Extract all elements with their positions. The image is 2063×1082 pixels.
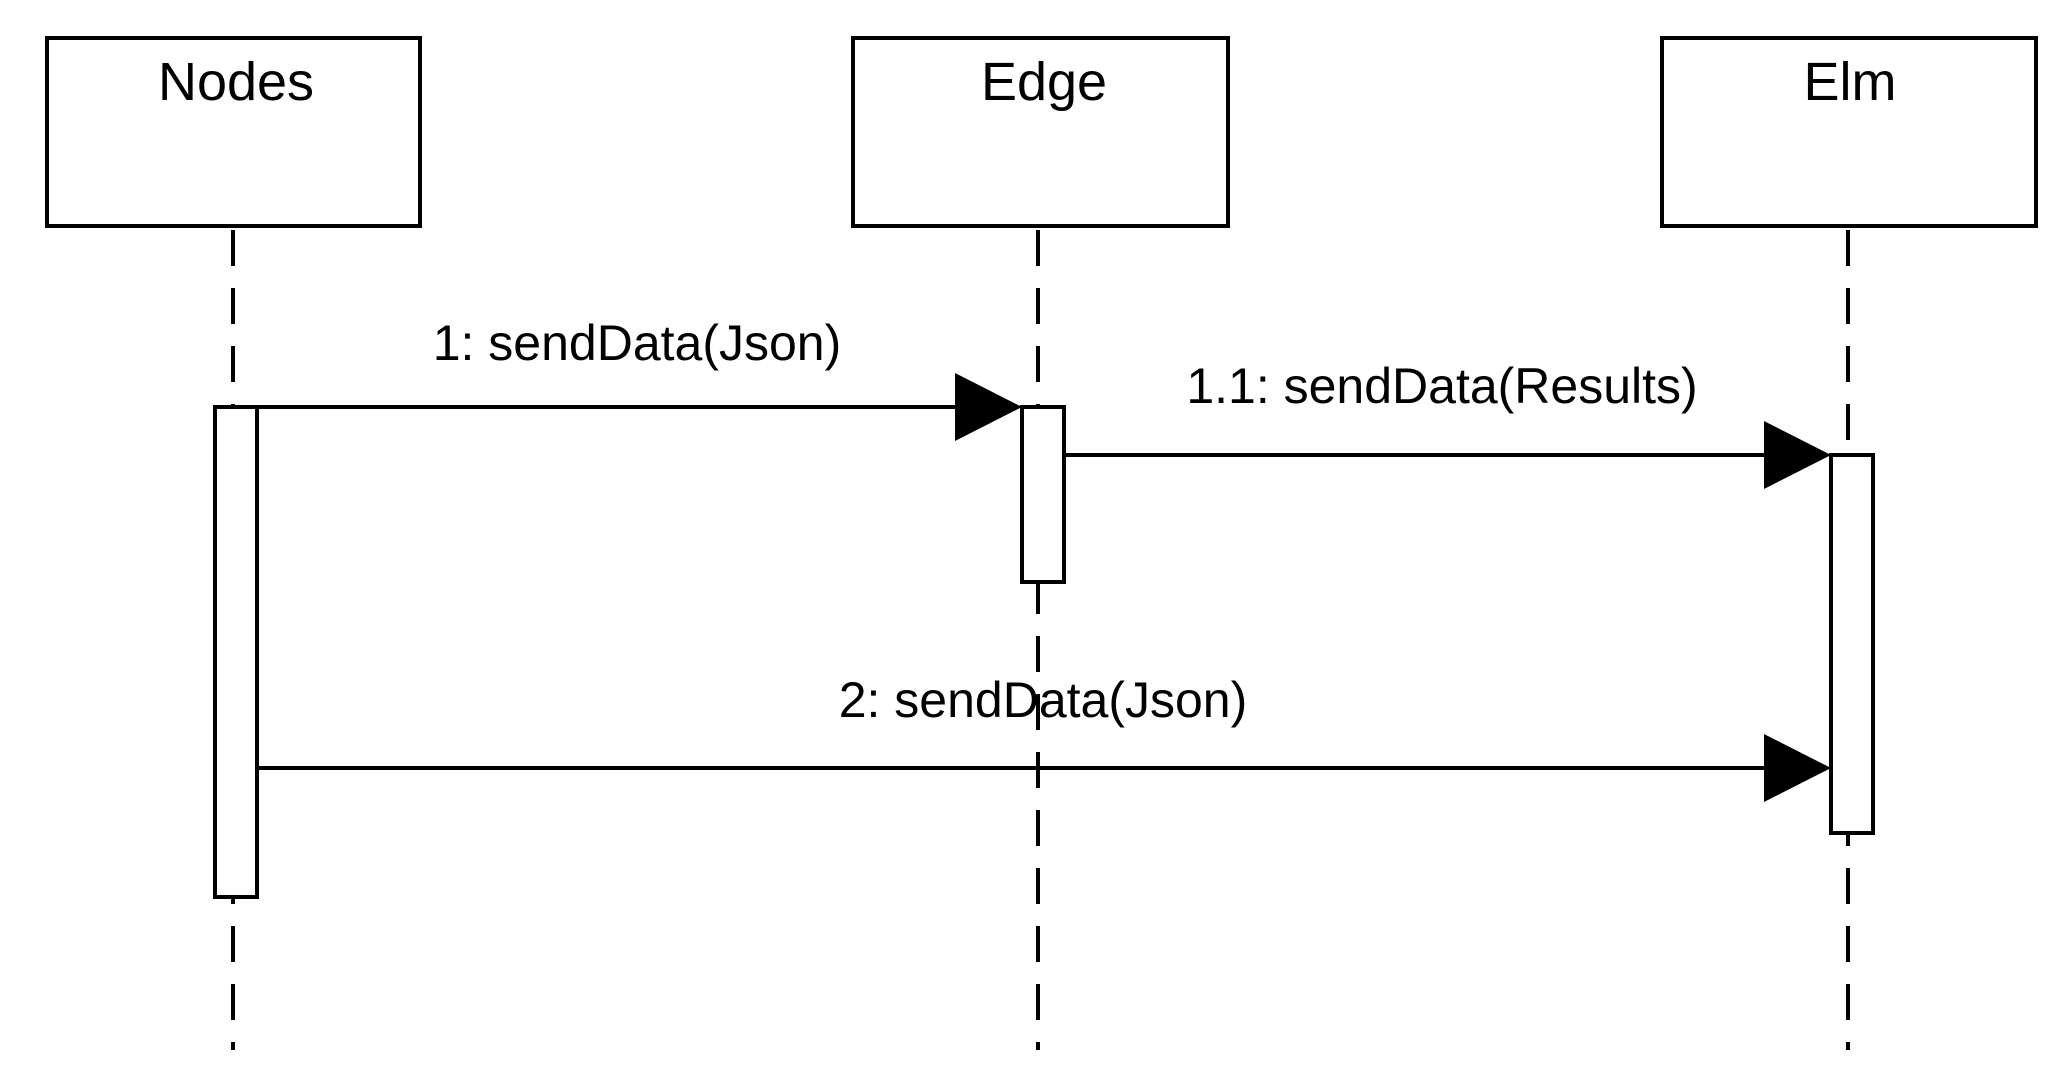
participant-nodes-box <box>45 36 422 228</box>
message-2: 2: sendData(Json) <box>257 672 1831 802</box>
activation-edge <box>1020 405 1066 584</box>
message-1-1: 1.1: sendData(Results) <box>1064 358 1831 489</box>
message-1: 1: sendData(Json) <box>257 315 1022 441</box>
message-1-arrow-head <box>955 373 1022 441</box>
participant-elm-box <box>1660 36 2038 228</box>
participant-edge-label: Edge <box>981 52 1107 112</box>
message-1-1-label: 1.1: sendData(Results) <box>1186 358 1697 414</box>
participant-nodes: Nodes <box>45 36 422 228</box>
participant-elm: Elm <box>1660 36 2038 228</box>
message-1-1-arrow-head <box>1764 421 1831 489</box>
participant-edge: Edge <box>851 36 1230 228</box>
message-2-label: 2: sendData(Json) <box>839 672 1248 728</box>
participant-nodes-label: Nodes <box>158 52 314 112</box>
message-1-label: 1: sendData(Json) <box>433 315 842 371</box>
message-2-arrow-head <box>1764 734 1831 802</box>
participant-elm-label: Elm <box>1804 52 1897 112</box>
activation-nodes <box>213 405 259 899</box>
participant-edge-box <box>851 36 1230 228</box>
activation-elm <box>1829 453 1875 835</box>
